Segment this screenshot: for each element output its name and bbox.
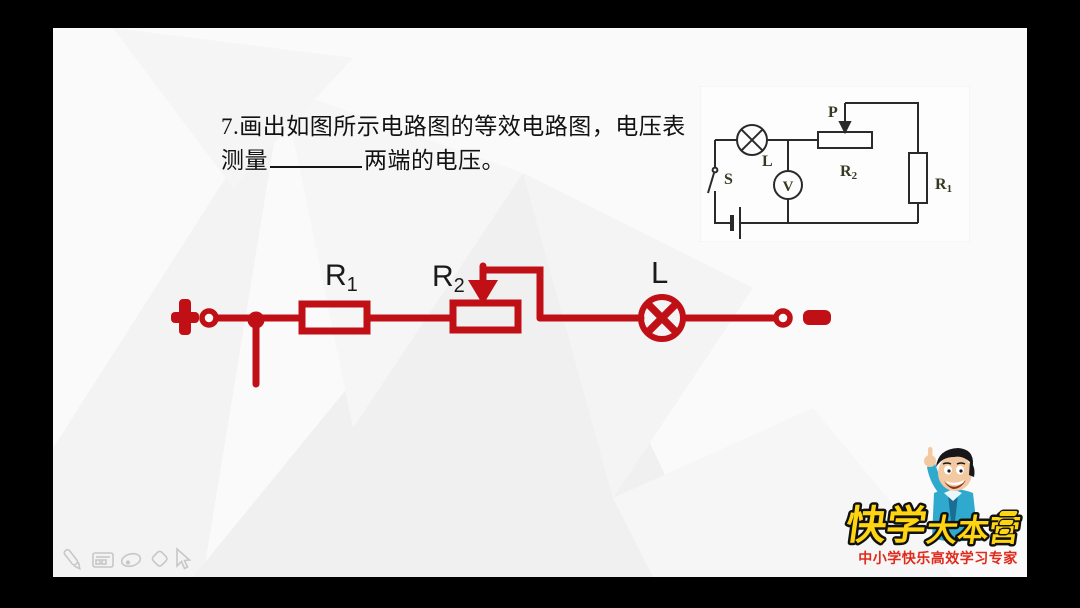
red-resistor-r1	[298, 300, 371, 335]
inset-label-L: L	[762, 153, 773, 170]
question-line2: 测量 两端的电压。	[221, 144, 761, 178]
question-line2-prefix: 测量	[221, 148, 268, 173]
inset-label-V: V	[783, 179, 794, 195]
speed-dashes-icon	[997, 509, 1019, 536]
keyboard-panel-icon[interactable]	[92, 552, 114, 568]
inset-wires	[707, 102, 928, 239]
circuit-diagram-image: P L S V R2 R1	[700, 86, 970, 242]
cursor-icon[interactable]	[176, 547, 192, 570]
logo-subtitle: 中小学快乐高效学习专家	[858, 550, 1018, 566]
inset-labels: P L S V R2 R1	[724, 104, 952, 195]
fill-in-blank	[270, 145, 362, 168]
label-R2: R2	[432, 260, 465, 297]
question-line2-suffix: 两端的电压。	[364, 148, 505, 173]
question-line1: 7.画出如图所示电路图的等效电路图，电压表	[221, 114, 686, 139]
annotation-toolbar	[63, 547, 192, 571]
lasso-icon[interactable]	[120, 552, 142, 568]
potentiometer-arrow-icon	[468, 280, 498, 305]
minus-terminal-icon	[803, 310, 831, 325]
inset-background	[700, 86, 970, 242]
question-text: 7.画出如图所示电路图的等效电路图，电压表 测量 两端的电压。	[221, 110, 761, 178]
inset-label-P: P	[828, 104, 838, 121]
plus-terminal-icon	[171, 299, 199, 335]
whiteboard-canvas: 7.画出如图所示电路图的等效电路图，电压表 测量 两端的电压。	[53, 28, 1027, 577]
label-R1: R1	[325, 259, 358, 296]
red-circuit-labels: R1 R2 L	[325, 255, 668, 297]
logo-title-part1: 快学	[843, 503, 929, 548]
red-rheostat-r2	[449, 299, 522, 334]
pen-icon[interactable]	[63, 548, 82, 571]
eraser-icon[interactable]	[151, 550, 168, 567]
inset-label-R1: R1	[935, 176, 952, 195]
inset-switch-icon	[711, 166, 719, 174]
brand-logo: 快学 大本营 中小学快乐高效学习专家	[818, 443, 1027, 575]
inset-label-S: S	[724, 171, 733, 188]
inset-label-R2: R2	[840, 163, 858, 182]
label-L: L	[651, 255, 668, 290]
logo-title: 快学 大本营	[841, 501, 1025, 551]
right-terminal-icon	[773, 308, 793, 328]
inset-wiper-arrow-icon	[838, 121, 852, 135]
mascot-character	[924, 447, 978, 542]
red-annotation-drawing: R1 R2 L	[171, 255, 831, 388]
